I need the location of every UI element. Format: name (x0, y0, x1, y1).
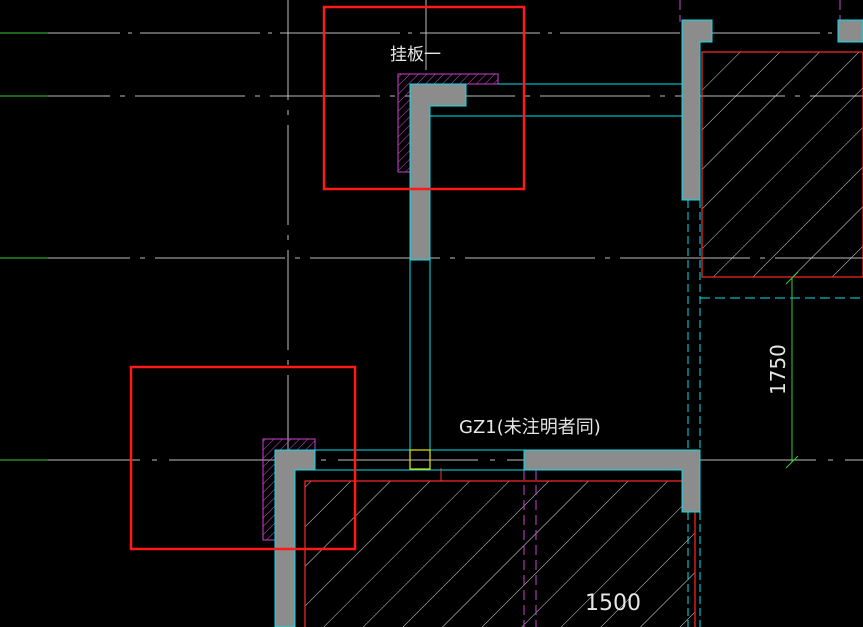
column-upper-l (409, 83, 467, 261)
dimension-vertical (785, 271, 799, 469)
wall-bottom (523, 449, 701, 513)
structural-columns (274, 19, 863, 627)
highlight-box-upper (322, 5, 526, 191)
dim-vertical-text: 1750 (766, 344, 790, 395)
floor-slab-right (701, 51, 863, 278)
label-guaban: 挂板一 (390, 45, 441, 65)
beam-outlines (315, 20, 863, 627)
floor-slab-bottom (304, 468, 696, 627)
highlight-box-lower (129, 365, 357, 551)
dim-horizontal-text: 1500 (585, 591, 641, 616)
gz1-marker (409, 449, 431, 470)
label-gz1: GZ1(未注明者同) (459, 417, 601, 438)
wall-right-column (681, 19, 713, 201)
column-lower-l (274, 449, 316, 627)
wall-right-top (837, 19, 863, 43)
magenta-guides (523, 0, 841, 627)
